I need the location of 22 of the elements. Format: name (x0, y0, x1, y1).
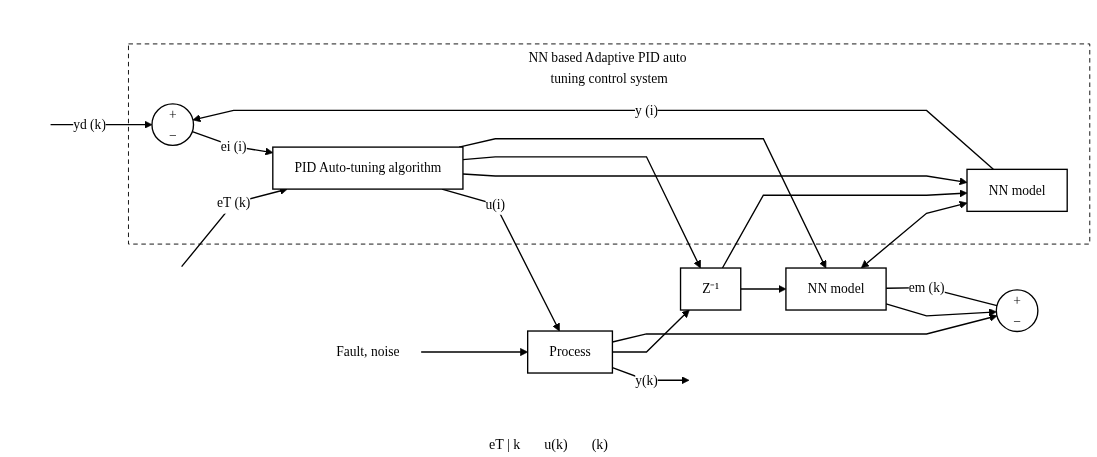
node-box: PID Auto-tuning algorithm (272, 146, 464, 190)
edge-label: y(k) (635, 372, 658, 388)
edge-label: em (k) (908, 280, 945, 295)
arrow (462, 173, 968, 186)
node-box: Process (527, 330, 614, 374)
node-box: Z⁻¹ (679, 267, 742, 311)
arrow (861, 200, 968, 269)
node-text: Fault, noise (336, 344, 400, 360)
node-circle: + − (995, 289, 1039, 333)
edge-label: ei (i) (220, 138, 247, 154)
signal-label: eT | k (489, 437, 521, 453)
node-box: NN model (966, 168, 1068, 213)
node-circle: + − (151, 103, 195, 147)
signal-label: (k) (591, 437, 608, 453)
node-box: NN model (785, 267, 887, 311)
edge-label: yd (k) (73, 117, 106, 132)
edge-label: y (i) (635, 102, 658, 118)
edge-label: u(i) (485, 196, 506, 212)
edge-label: eT (k) (217, 195, 251, 211)
signal-label: u(k) (544, 437, 568, 453)
arrow (462, 156, 701, 269)
arrow (721, 189, 968, 269)
